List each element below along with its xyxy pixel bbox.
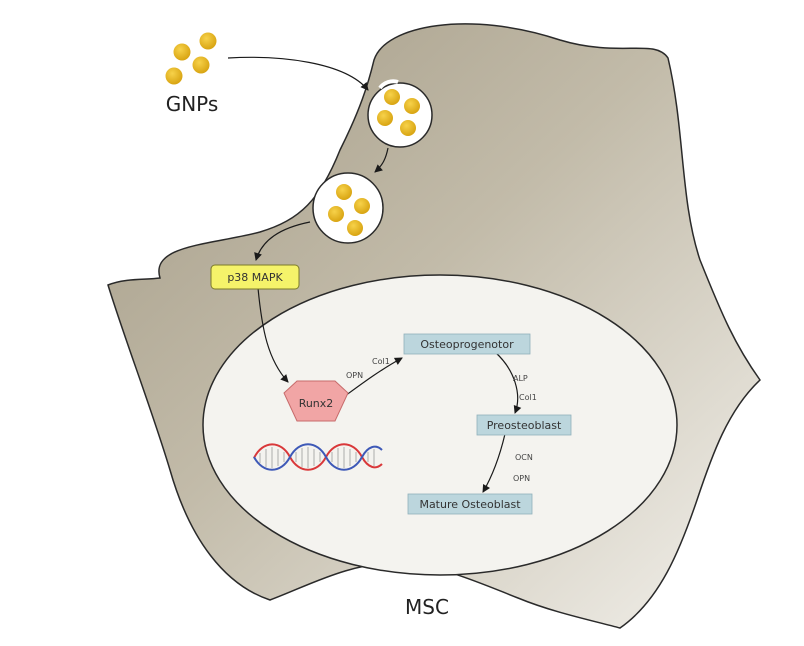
msc-label: MSC [405, 595, 449, 619]
gold-nanoparticle [404, 98, 420, 114]
dna-helix [253, 443, 383, 471]
gold-nanoparticle [165, 67, 183, 85]
endosome-gnps [328, 184, 370, 236]
gold-nanoparticle [199, 32, 217, 50]
preosteoblast-box [476, 414, 572, 436]
endocytic-pit [367, 82, 433, 148]
marker-opn-a: OPN [346, 371, 363, 380]
pit-opening [378, 79, 399, 90]
nucleus [202, 274, 678, 576]
runx2-hexagon [283, 380, 349, 422]
arrow-pit-to-endosome [374, 147, 389, 173]
mature-osteoblast-box [407, 493, 533, 515]
p38-mapk-label: p38 MAPK [227, 271, 283, 284]
arrow-gnps-to-pit [227, 56, 369, 91]
arrow-p38-to-runx2 [257, 287, 289, 383]
gold-nanoparticle [400, 120, 416, 136]
free-gnps [165, 32, 217, 85]
gold-nanoparticle [354, 198, 370, 214]
gold-nanoparticle [384, 89, 400, 105]
dna-rungs [259, 447, 375, 468]
dna-strand-blue [253, 443, 383, 471]
arrow-osteoprogenitor-to-preosteoblast [494, 351, 522, 414]
runx2-label: Runx2 [299, 397, 334, 410]
gold-nanoparticle [336, 184, 352, 200]
mature-osteoblast-label: Mature Osteoblast [419, 498, 521, 511]
osteoprogenitor-label: Osteoprogenotor [420, 338, 514, 351]
endosome-vesicle [312, 172, 384, 244]
gold-nanoparticle [173, 43, 191, 61]
osteoprogenitor-box [403, 333, 531, 355]
marker-ocn: OCN [515, 453, 533, 462]
gold-nanoparticle [377, 110, 393, 126]
marker-opn-b: OPN [513, 474, 530, 483]
preosteoblast-label: Preosteoblast [487, 419, 562, 432]
arrow-endosome-to-p38 [254, 221, 311, 261]
gold-nanoparticle [347, 220, 363, 236]
p38-mapk-box [210, 264, 300, 290]
pit-gnps [377, 89, 420, 136]
arrow-runx2-to-osteoprogenitor [344, 357, 403, 397]
gold-nanoparticle [192, 56, 210, 74]
arrow-preosteoblast-to-mature [482, 433, 506, 493]
marker-alp: ALP [513, 374, 528, 383]
gnps-label: GNPs [166, 92, 219, 116]
marker-col1-a: Col1 [372, 357, 390, 366]
marker-col1-b: Col1 [519, 393, 537, 402]
gold-nanoparticle [328, 206, 344, 222]
